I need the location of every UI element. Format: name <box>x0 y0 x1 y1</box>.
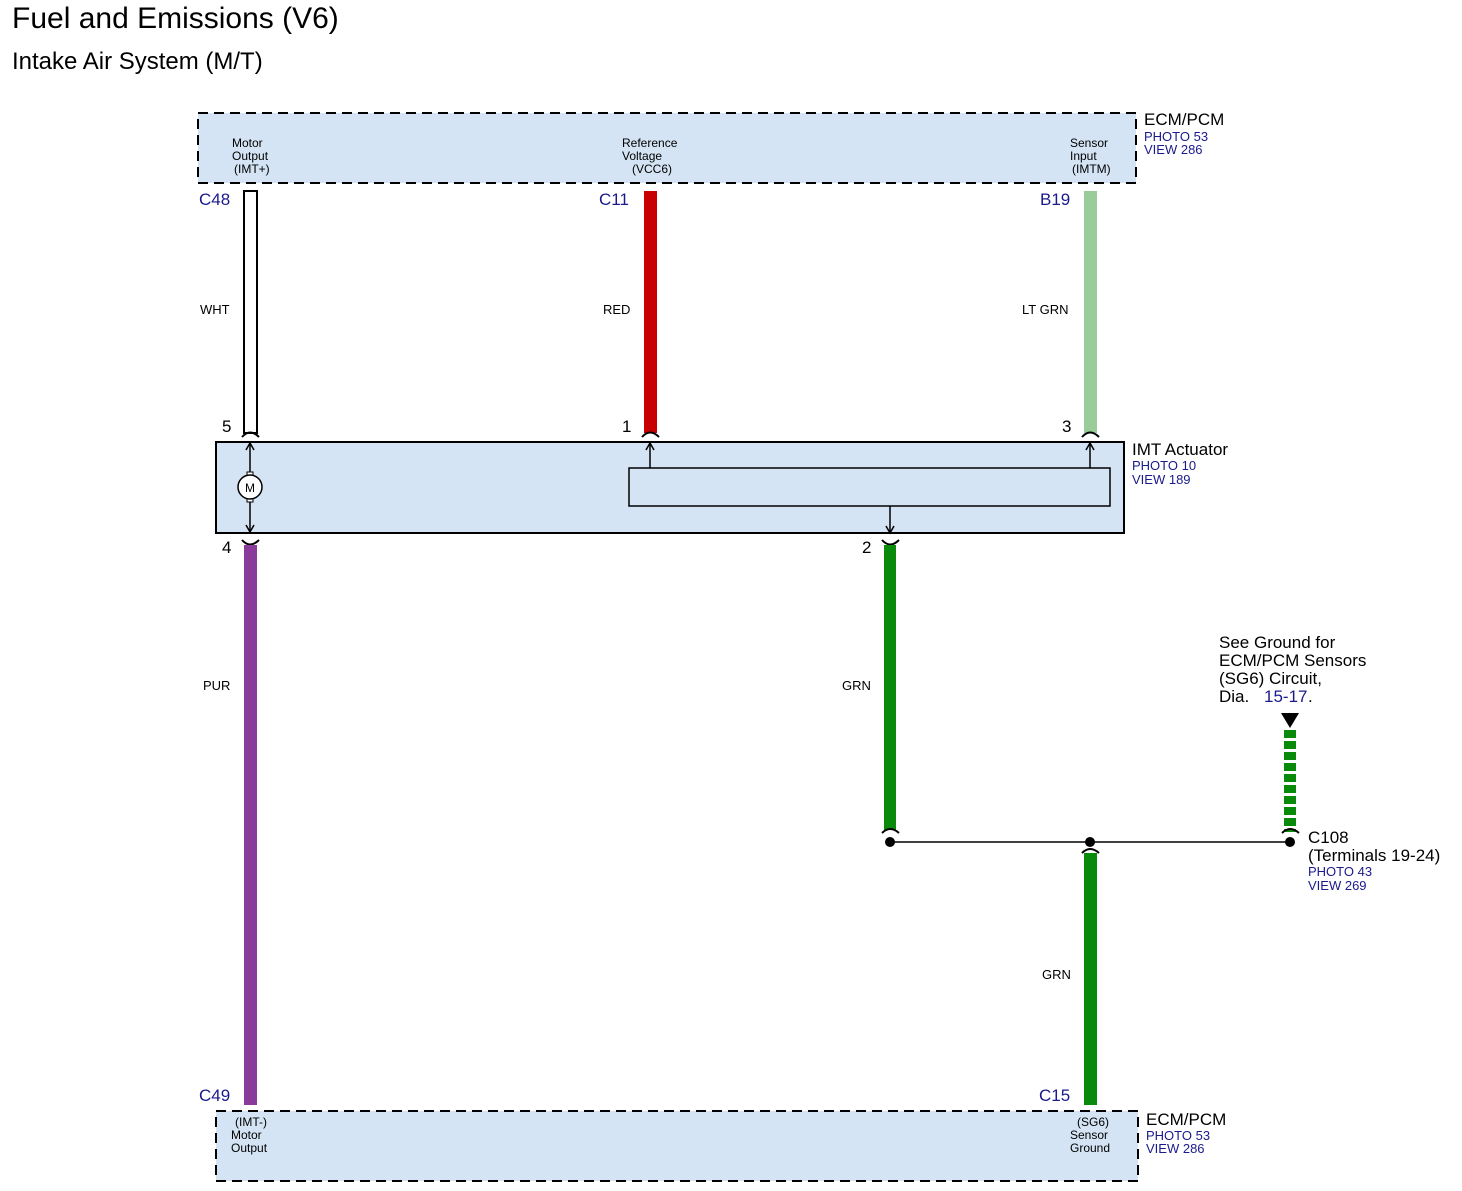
wire-grn-pin2[interactable] <box>884 545 896 830</box>
ground-note-line2: ECM/PCM Sensors <box>1219 651 1366 670</box>
ecm-top-pin1-line2: Output <box>232 149 269 163</box>
ecm-top-pin2-line2: Voltage <box>622 149 662 163</box>
wire-label-grn-2: GRN <box>1042 967 1071 982</box>
ecm-top-pin1-line1: Motor <box>232 136 263 150</box>
wire-lt-grn[interactable] <box>1084 191 1097 433</box>
connector-arc-2 <box>881 539 900 546</box>
imt-sensor-element <box>628 467 1111 507</box>
ecm-bottom-photo-link[interactable]: PHOTO 53 <box>1146 1128 1210 1143</box>
ecm-top-box[interactable] <box>197 112 1137 184</box>
imt-pin-4: 4 <box>222 538 231 557</box>
sensor-arrow-input <box>1085 441 1095 451</box>
ecm-top-pin2-line1: Reference <box>622 136 678 150</box>
ecm-bottom-view-link[interactable]: VIEW 286 <box>1146 1141 1205 1156</box>
c108-name: C108 <box>1308 828 1349 847</box>
ecm-top-photo-link[interactable]: PHOTO 53 <box>1144 129 1208 144</box>
page-subtitle: Intake Air System (M/T) <box>12 48 263 75</box>
ecm-bottom-box[interactable] <box>215 1110 1139 1182</box>
imt-pin-2: 2 <box>862 538 871 557</box>
ecm-bottom-pin1-line2: Motor <box>231 1128 262 1142</box>
c108-view-link[interactable]: VIEW 269 <box>1308 878 1367 893</box>
c108-photo-link[interactable]: PHOTO 43 <box>1308 864 1372 879</box>
terminal-c15: C15 <box>1039 1086 1070 1105</box>
wire-label-lt-grn: LT GRN <box>1022 302 1068 317</box>
ecm-top-pin3-line3: (IMTM) <box>1072 162 1111 176</box>
ecm-bottom-pin1-line1: (IMT-) <box>235 1115 267 1129</box>
ecm-top-pin3-line1: Sensor <box>1070 136 1108 150</box>
motor-label: M <box>245 481 255 495</box>
connector-arc-4 <box>241 539 260 546</box>
ecm-bottom-pin2-line1: (SG6) <box>1077 1115 1109 1129</box>
connector-arc-grn2-top <box>1081 848 1100 854</box>
imt-view-link[interactable]: VIEW 189 <box>1132 472 1191 487</box>
imt-pin-1: 1 <box>622 417 631 436</box>
wire-label-wht: WHT <box>200 302 230 317</box>
ecm-bottom-pin1-line3: Output <box>231 1141 268 1155</box>
ground-note-diagram-link[interactable]: 15-17 <box>1264 687 1307 706</box>
splice-dot-middle <box>1085 837 1095 847</box>
connector-arc-dashed-end <box>1281 828 1300 834</box>
splice-dot-c108[interactable] <box>1285 837 1295 847</box>
ecm-bottom-pin2-line2: Sensor <box>1070 1128 1108 1142</box>
imt-photo-link[interactable]: PHOTO 10 <box>1132 458 1196 473</box>
page-title: Fuel and Emissions (V6) <box>12 2 339 35</box>
sensor-arrow-ref <box>645 441 655 451</box>
imt-name: IMT Actuator <box>1132 440 1228 459</box>
motor-arrow-down <box>245 524 255 534</box>
imt-pin-5: 5 <box>222 417 231 436</box>
ecm-top-pin2-line3: (VCC6) <box>632 162 672 176</box>
ground-ref-arrow-icon[interactable] <box>1281 713 1299 728</box>
wire-pur[interactable] <box>244 545 257 1105</box>
terminal-c48: C48 <box>199 190 230 209</box>
splice-dot-left <box>885 837 895 847</box>
ecm-bottom-name: ECM/PCM <box>1146 1110 1226 1129</box>
terminal-b19: B19 <box>1040 190 1070 209</box>
ground-note-line3: (SG6) Circuit, <box>1219 669 1322 688</box>
wire-label-grn-1: GRN <box>842 678 871 693</box>
connector-arc-5 <box>241 431 260 438</box>
motor-arrow-up <box>245 441 255 451</box>
imt-pin-3: 3 <box>1062 417 1071 436</box>
ground-note-line4: Dia. <box>1219 687 1249 706</box>
ecm-top-pin1-line3: (IMT+) <box>234 162 270 176</box>
wire-label-pur: PUR <box>203 678 230 693</box>
ecm-top-name: ECM/PCM <box>1144 110 1224 129</box>
ecm-top-view-link[interactable]: VIEW 286 <box>1144 142 1203 157</box>
ecm-top-pin3-line2: Input <box>1070 149 1097 163</box>
wire-wht[interactable] <box>243 190 258 434</box>
connector-arc-1 <box>641 431 660 438</box>
wire-label-red: RED <box>603 302 630 317</box>
ground-note-line1: See Ground for <box>1219 633 1336 652</box>
sensor-arrow-ground <box>885 525 895 535</box>
motor-icon <box>237 474 263 500</box>
terminal-c49: C49 <box>199 1086 230 1105</box>
connector-arc-3 <box>1081 431 1100 438</box>
ground-note-suffix: . <box>1308 687 1313 706</box>
wire-grn-c15[interactable] <box>1084 853 1097 1105</box>
imt-actuator-box[interactable] <box>215 441 1125 534</box>
connector-arc-grn-end <box>881 828 900 834</box>
wire-red[interactable] <box>644 191 657 433</box>
ecm-bottom-pin2-line3: Ground <box>1070 1141 1110 1155</box>
terminal-c11: C11 <box>599 190 629 209</box>
c108-detail: (Terminals 19-24) <box>1308 846 1440 865</box>
